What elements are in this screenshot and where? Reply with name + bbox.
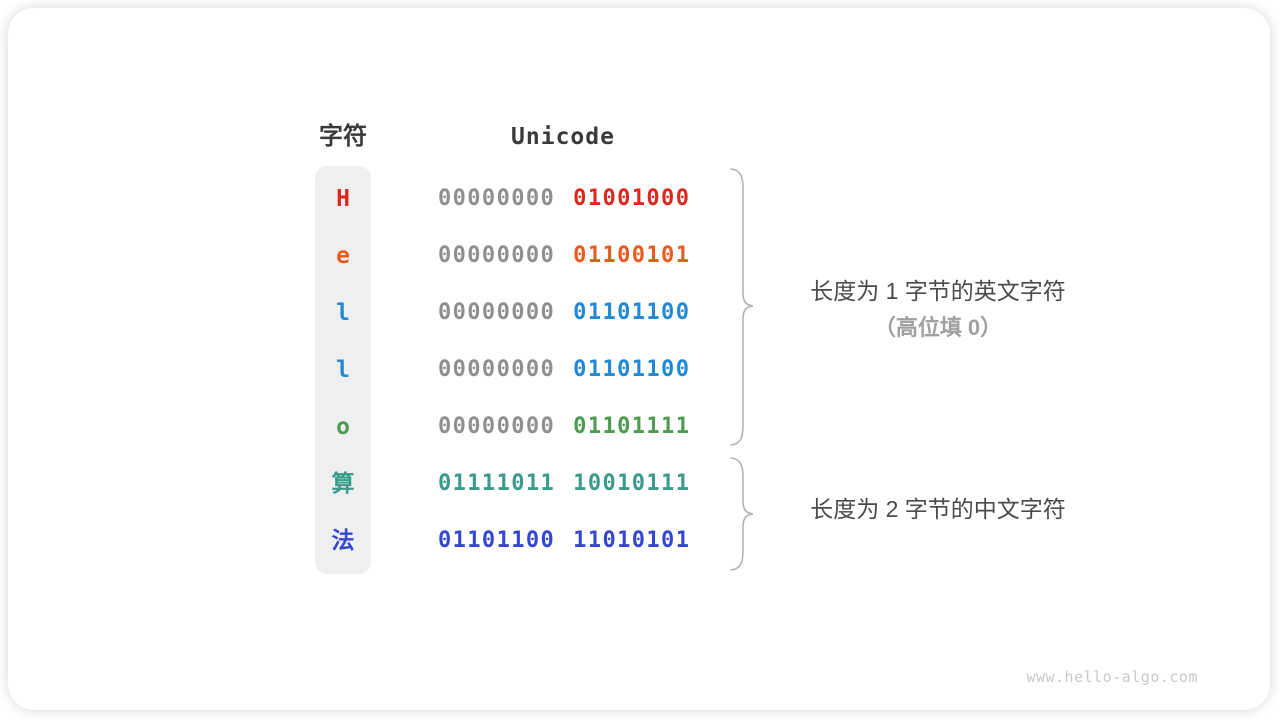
byte-high: 00000000 — [438, 357, 556, 382]
unicode-binary-cell: 00000000 01100101 — [438, 241, 690, 271]
unicode-binary-cell: 00000000 01101100 — [438, 355, 690, 385]
unicode-binary-cell: 01101100 11010101 — [438, 526, 690, 556]
byte-low: 01101111 — [573, 414, 691, 439]
annotation-chinese: 长度为 2 字节的中文字符 — [766, 494, 1110, 524]
annotation-english: 长度为 1 字节的英文字符 （高位填 0） — [766, 276, 1110, 343]
character-cell: e — [336, 243, 350, 269]
byte-low: 11010101 — [573, 528, 691, 553]
byte-high: 01101100 — [438, 528, 556, 553]
character-column-background — [315, 166, 371, 574]
byte-low: 01101100 — [573, 300, 691, 325]
watermark-url: www.hello-algo.com — [1026, 668, 1198, 686]
character-cell: o — [336, 414, 350, 440]
character-cell: 算 — [331, 471, 355, 497]
column-header-unicode: Unicode — [511, 124, 615, 150]
unicode-binary-cell: 00000000 01001000 — [438, 184, 690, 214]
unicode-binary-cell: 01111011 10010111 — [438, 469, 690, 499]
byte-low: 01001000 — [573, 186, 691, 211]
brace-chinese-rows — [730, 457, 754, 571]
byte-high: 00000000 — [438, 243, 556, 268]
unicode-binary-cell: 00000000 01101111 — [438, 412, 690, 442]
character-cell: H — [336, 186, 350, 212]
character-cell: l — [336, 300, 350, 326]
byte-low: 01100101 — [573, 243, 691, 268]
byte-high: 00000000 — [438, 186, 556, 211]
annotation-english-line1: 长度为 1 字节的英文字符 — [810, 278, 1066, 304]
byte-high: 00000000 — [438, 414, 556, 439]
brace-english-rows — [730, 168, 754, 446]
unicode-binary-cell: 00000000 01101100 — [438, 298, 690, 328]
byte-high: 01111011 — [438, 471, 556, 496]
annotation-english-line2: （高位填 0） — [873, 315, 1003, 340]
column-header-character: 字符 — [319, 123, 367, 150]
character-cell: 法 — [331, 528, 355, 554]
byte-high: 00000000 — [438, 300, 556, 325]
diagram-card: 字符 Unicode H 00000000 01001000 e 0000000… — [8, 8, 1270, 710]
character-cell: l — [336, 357, 350, 383]
annotation-chinese-line1: 长度为 2 字节的中文字符 — [810, 496, 1066, 522]
byte-low: 01101100 — [573, 357, 691, 382]
byte-low: 10010111 — [573, 471, 691, 496]
